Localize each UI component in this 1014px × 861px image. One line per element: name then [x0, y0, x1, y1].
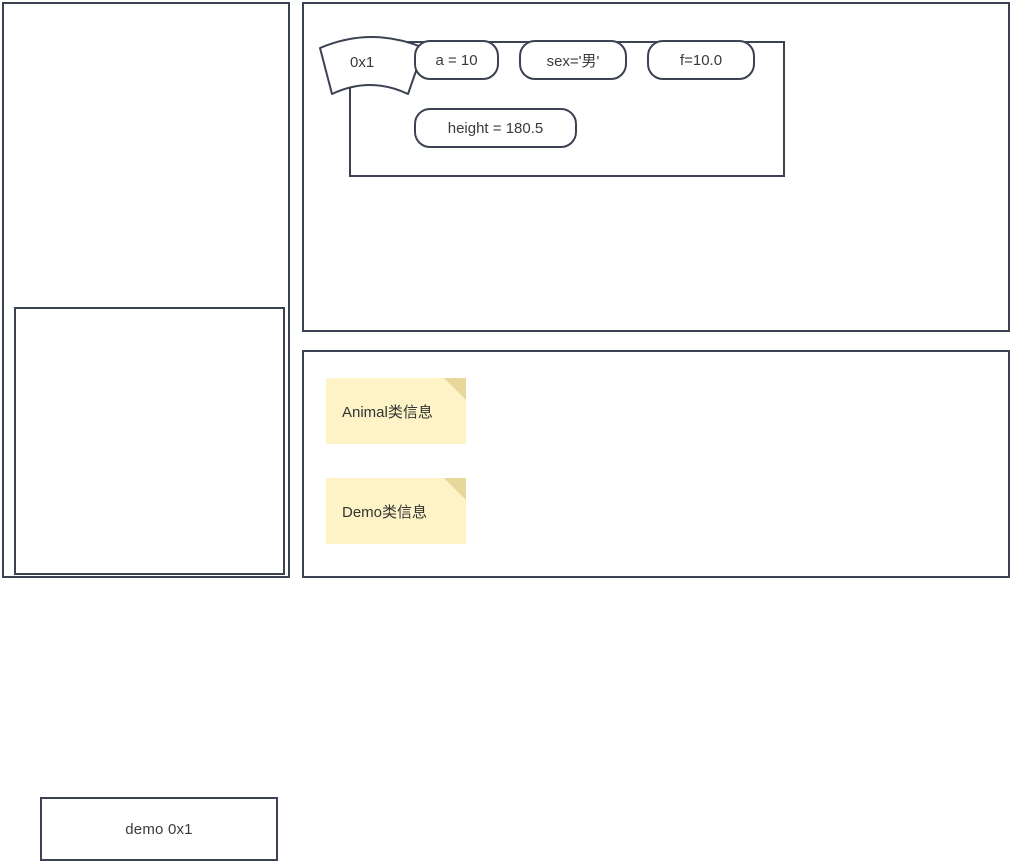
sticky-note-demo-label: Demo类信息	[342, 503, 428, 521]
attribute-row-top: a = 10 sex='男' f=10.0	[414, 40, 755, 80]
note-fold-corner-icon	[444, 378, 466, 400]
object-fan-banner: 0x1	[312, 30, 432, 100]
demo-reference-label: demo 0x1	[125, 820, 193, 838]
attribute-pill-height[interactable]: height = 180.5	[414, 108, 577, 148]
attribute-row-bottom: height = 180.5	[414, 108, 577, 148]
left-panel: demo 0x1	[2, 2, 290, 861]
attribute-pill-a[interactable]: a = 10	[414, 40, 499, 80]
sticky-note-demo[interactable]: Demo类信息	[326, 478, 466, 544]
object-diagram-panel: 0x1 a = 10 sex='男' f=10.0 height = 180.5	[302, 2, 1010, 332]
object-fan-stem	[349, 92, 351, 140]
left-inner-box: demo 0x1	[14, 307, 285, 861]
attribute-pill-sex[interactable]: sex='男'	[519, 40, 627, 80]
demo-reference-box[interactable]: demo 0x1	[40, 797, 278, 861]
attribute-pill-height-label: height = 180.5	[447, 119, 544, 137]
object-id-label: 0x1	[350, 54, 375, 71]
sticky-note-animal-label: Animal类信息	[342, 403, 433, 421]
note-fold-corner-icon	[444, 478, 466, 500]
attribute-pill-f-label: f=10.0	[679, 51, 723, 69]
sticky-note-animal[interactable]: Animal类信息	[326, 378, 466, 444]
attribute-pill-a-label: a = 10	[435, 51, 478, 69]
attribute-pill-f[interactable]: f=10.0	[647, 40, 755, 80]
notes-panel: Animal类信息 Demo类信息	[302, 350, 1010, 578]
attribute-pill-sex-label: sex='男'	[546, 52, 600, 70]
